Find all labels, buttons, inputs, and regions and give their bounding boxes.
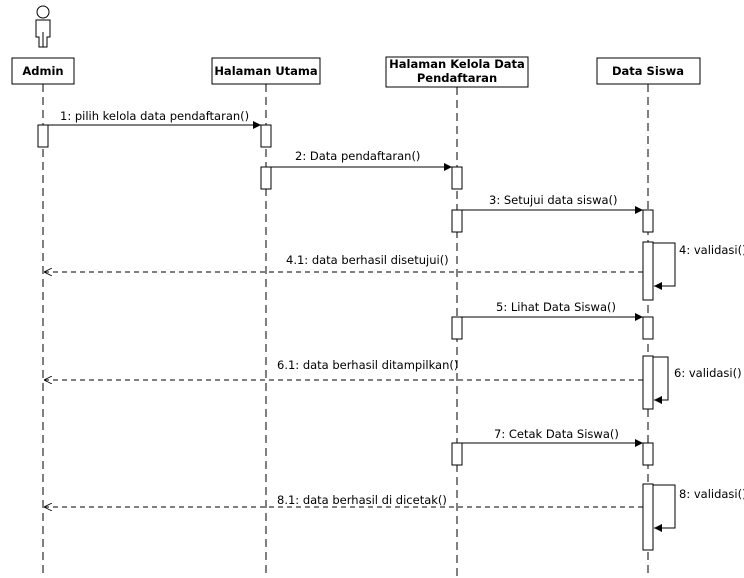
- activation-admin: [37, 124, 49, 148]
- message-2-label: 2: Data pendaftaran(): [295, 149, 420, 163]
- participant-halaman-utama-label: Halaman Utama: [214, 64, 317, 78]
- participant-halaman-kelola-label-line1: Halaman Kelola Data: [389, 57, 525, 71]
- activation-siswa-4: [642, 355, 654, 410]
- message-7-label: 7: Cetak Data Siswa(): [494, 427, 619, 441]
- message-6-label: 6: validasi(): [674, 366, 742, 380]
- message-8-label: 8: validasi(): [679, 487, 744, 501]
- activation-kelola-2: [451, 209, 463, 233]
- message-1: 1: pilih kelola data pendaftaran(): [48, 109, 261, 129]
- participant-data-siswa-label: Data Siswa: [612, 64, 684, 78]
- message-5: 5: Lihat Data Siswa(): [462, 300, 643, 321]
- message-8-self: 8: validasi(): [653, 484, 744, 532]
- participant-data-siswa: Data Siswa: [596, 57, 701, 85]
- message-4-1-label: 4.1: data berhasil disetujui(): [286, 253, 449, 267]
- participant-halaman-kelola: Halaman Kelola Data Pendaftaran: [385, 56, 529, 88]
- activation-siswa-2: [642, 241, 654, 301]
- message-3-label: 3: Setujui data siswa(): [489, 193, 618, 207]
- message-4-self: 4: validasi(): [653, 242, 744, 290]
- message-4-label: 4: validasi(): [679, 243, 744, 257]
- activation-kelola-1: [451, 166, 463, 190]
- message-6-self: 6: validasi(): [653, 356, 742, 404]
- activation-siswa-5: [642, 442, 654, 466]
- participant-admin: Admin: [11, 57, 75, 85]
- message-4-1-return: 4.1: data berhasil disetujui(): [44, 253, 643, 272]
- participant-halaman-kelola-label-line2: Pendaftaran: [417, 71, 497, 85]
- message-5-label: 5: Lihat Data Siswa(): [496, 300, 616, 314]
- admin-actor-icon: [35, 5, 51, 48]
- activation-siswa-3: [642, 316, 654, 340]
- participant-admin-label: Admin: [22, 64, 63, 78]
- activation-utama-2: [260, 166, 272, 190]
- activation-kelola-4: [451, 442, 463, 466]
- message-6-1-return: 6.1: data berhasil ditampilkan(): [44, 358, 643, 380]
- activation-siswa-1: [642, 209, 654, 233]
- participant-halaman-utama: Halaman Utama: [211, 57, 321, 85]
- message-6-1-label: 6.1: data berhasil ditampilkan(): [277, 358, 458, 372]
- activation-siswa-6: [642, 483, 654, 551]
- activation-utama-1: [260, 124, 272, 148]
- activation-kelola-3: [451, 316, 463, 340]
- message-2: 2: Data pendaftaran(): [271, 149, 452, 171]
- message-8-1-return: 8.1: data berhasil di dicetak(): [44, 493, 643, 507]
- message-3: 3: Setujui data siswa(): [462, 193, 643, 214]
- message-1-label: 1: pilih kelola data pendaftaran(): [60, 109, 249, 123]
- message-7: 7: Cetak Data Siswa(): [462, 427, 643, 447]
- message-8-1-label: 8.1: data berhasil di dicetak(): [277, 493, 447, 507]
